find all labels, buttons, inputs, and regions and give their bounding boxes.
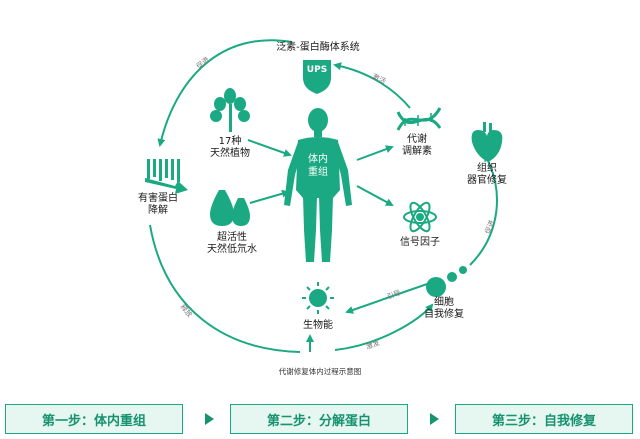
step-arrow-2 (430, 413, 439, 425)
arc-top-left (157, 39, 293, 147)
step-1-box: 第一步：体内重组 (5, 404, 183, 434)
metabolic-label: 代谢 调解素 (402, 134, 432, 157)
arc-bottom-left (149, 224, 301, 353)
atom-icon (403, 201, 437, 233)
arc-right (469, 153, 498, 266)
plants-label: 17种 天然植物 (210, 136, 250, 159)
step-2-box: 第二步：分解蛋白 (230, 404, 408, 434)
ups-shield-icon (303, 60, 331, 94)
dna-icon (396, 107, 442, 131)
human-body-figure (284, 108, 352, 262)
water-label: 超活性 天然低氘水 (207, 232, 257, 255)
tree-icon (210, 88, 250, 132)
sun-icon (302, 282, 334, 314)
protein-degradation-icon (145, 159, 188, 194)
signal-label: 信号因子 (400, 237, 440, 248)
arrow-cell-bio (345, 282, 431, 314)
straight-arrows (247, 139, 431, 314)
body-label: 体内 重组 (308, 154, 328, 178)
arc-ups-in (333, 62, 411, 109)
bioenergy-label: 生物能 (303, 320, 333, 331)
harmful-protein-label: 有害蛋白 降解 (138, 193, 178, 216)
water-drops-icon (210, 190, 250, 226)
organ-icon (471, 122, 503, 162)
diagram-caption: 代谢修复体内过程示意图 (278, 367, 362, 376)
arc-bottom-right (334, 303, 434, 351)
step-3-box: 第三步：自我修复 (455, 404, 633, 434)
cell-icon (426, 266, 467, 297)
arrow-body-signal (356, 185, 394, 206)
arrow-water-body (249, 189, 290, 204)
arrow-plants-body (247, 139, 292, 157)
cell-label: 细胞 自我修复 (424, 297, 464, 320)
arrow-body-metabolic (356, 145, 394, 161)
ups-badge: UPS (306, 65, 328, 75)
step-arrow-1 (205, 413, 214, 425)
cycle-arcs (149, 39, 498, 353)
ups-title: 泛素-蛋白酶体系统 (276, 42, 360, 53)
tissue-label: 组织 器官修复 (467, 163, 507, 186)
